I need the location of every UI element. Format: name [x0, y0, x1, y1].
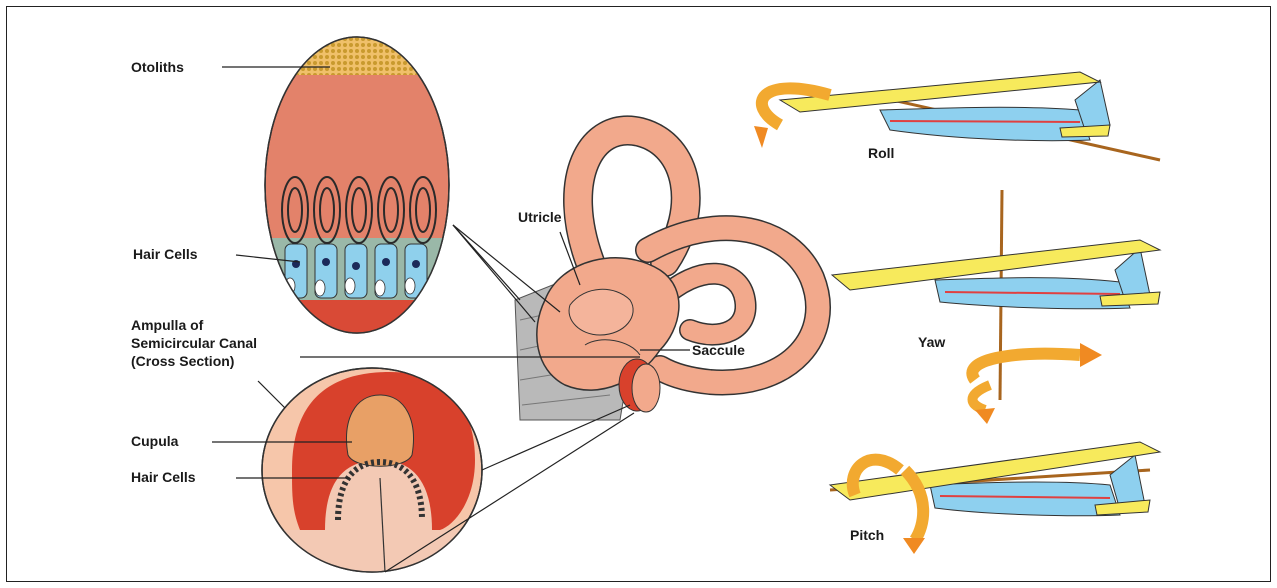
inner-ear-labyrinth [515, 130, 818, 420]
label-otoliths: Otoliths [131, 59, 184, 75]
label-ampulla-line3: (Cross Section) [131, 353, 234, 369]
label-yaw: Yaw [918, 334, 945, 350]
otolith-organ-detail [265, 37, 449, 340]
label-pitch: Pitch [850, 527, 884, 543]
label-roll: Roll [868, 145, 894, 161]
label-saccule: Saccule [692, 342, 745, 358]
airplane-roll [754, 72, 1160, 160]
label-hair-cells-top: Hair Cells [133, 246, 198, 262]
ampulla-cross-section [260, 368, 490, 580]
airplane-yaw [832, 190, 1160, 424]
label-cupula: Cupula [131, 433, 179, 449]
label-ampulla-line1: Ampulla of [131, 317, 204, 333]
label-utricle: Utricle [518, 209, 562, 225]
label-hair-cells-bottom: Hair Cells [131, 469, 196, 485]
label-ampulla-line2: Semicircular Canal [131, 335, 257, 351]
